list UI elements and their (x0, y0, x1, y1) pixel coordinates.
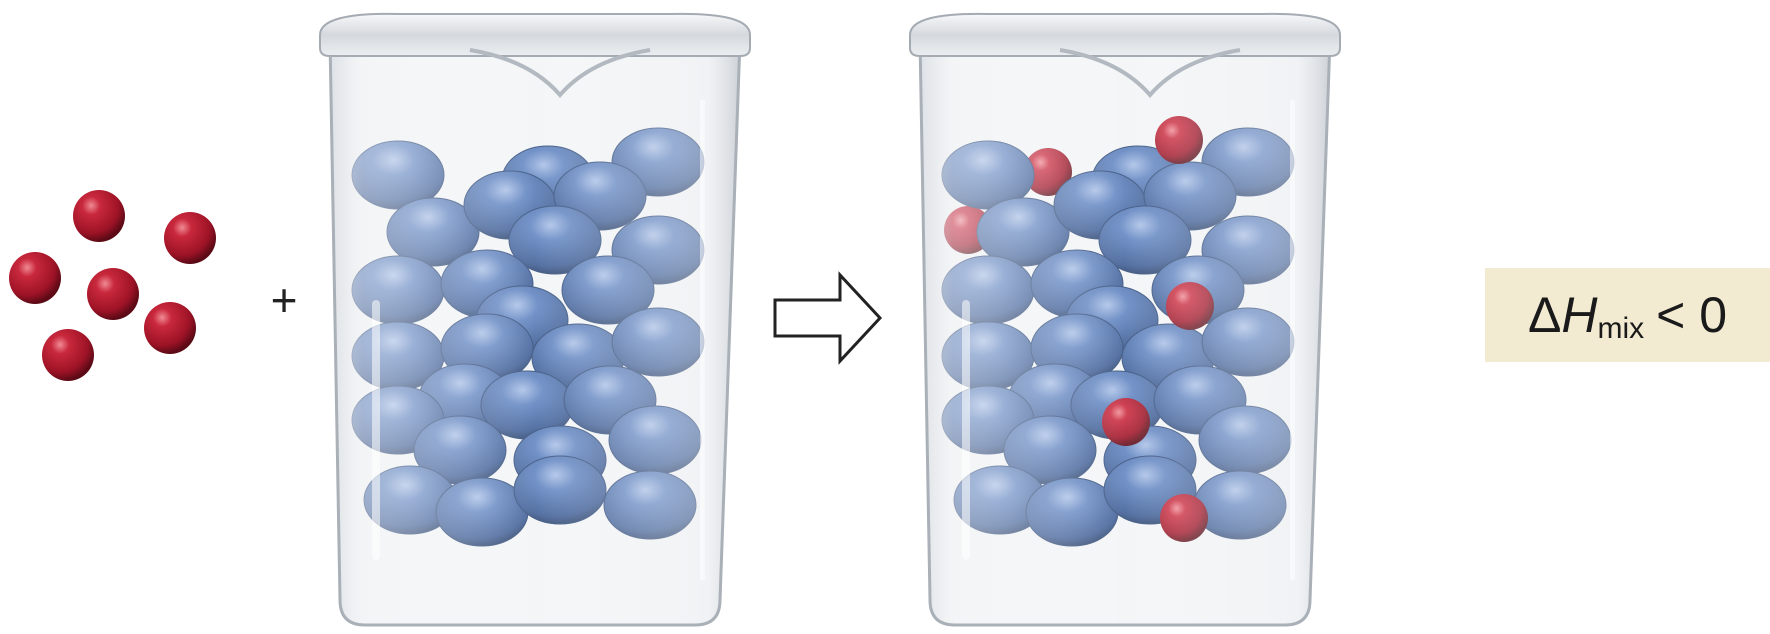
solute-particle (144, 302, 196, 354)
delta-symbol: Δ (1527, 287, 1562, 343)
mix-subscript: mix (1597, 312, 1645, 345)
solute-particle (42, 329, 94, 381)
label-background (1485, 268, 1770, 362)
solute-particle (87, 268, 139, 320)
zero-value: 0 (1699, 287, 1728, 343)
plus-operator: + (270, 274, 298, 326)
beaker-spout (469, 48, 651, 99)
beaker-spout (1059, 48, 1241, 99)
enthalpy-symbol: H (1561, 287, 1598, 343)
solute-particle (9, 252, 61, 304)
solution-beaker (909, 12, 1341, 627)
solute-particle (164, 212, 216, 264)
solvent-beaker (319, 12, 751, 627)
hollow-right-arrow-icon (773, 271, 883, 365)
less-than-sign: < (1656, 287, 1686, 343)
solute-particle (73, 190, 125, 242)
beaker-rim (319, 12, 751, 57)
solute-particles (9, 190, 216, 381)
beaker-rim (909, 12, 1341, 57)
